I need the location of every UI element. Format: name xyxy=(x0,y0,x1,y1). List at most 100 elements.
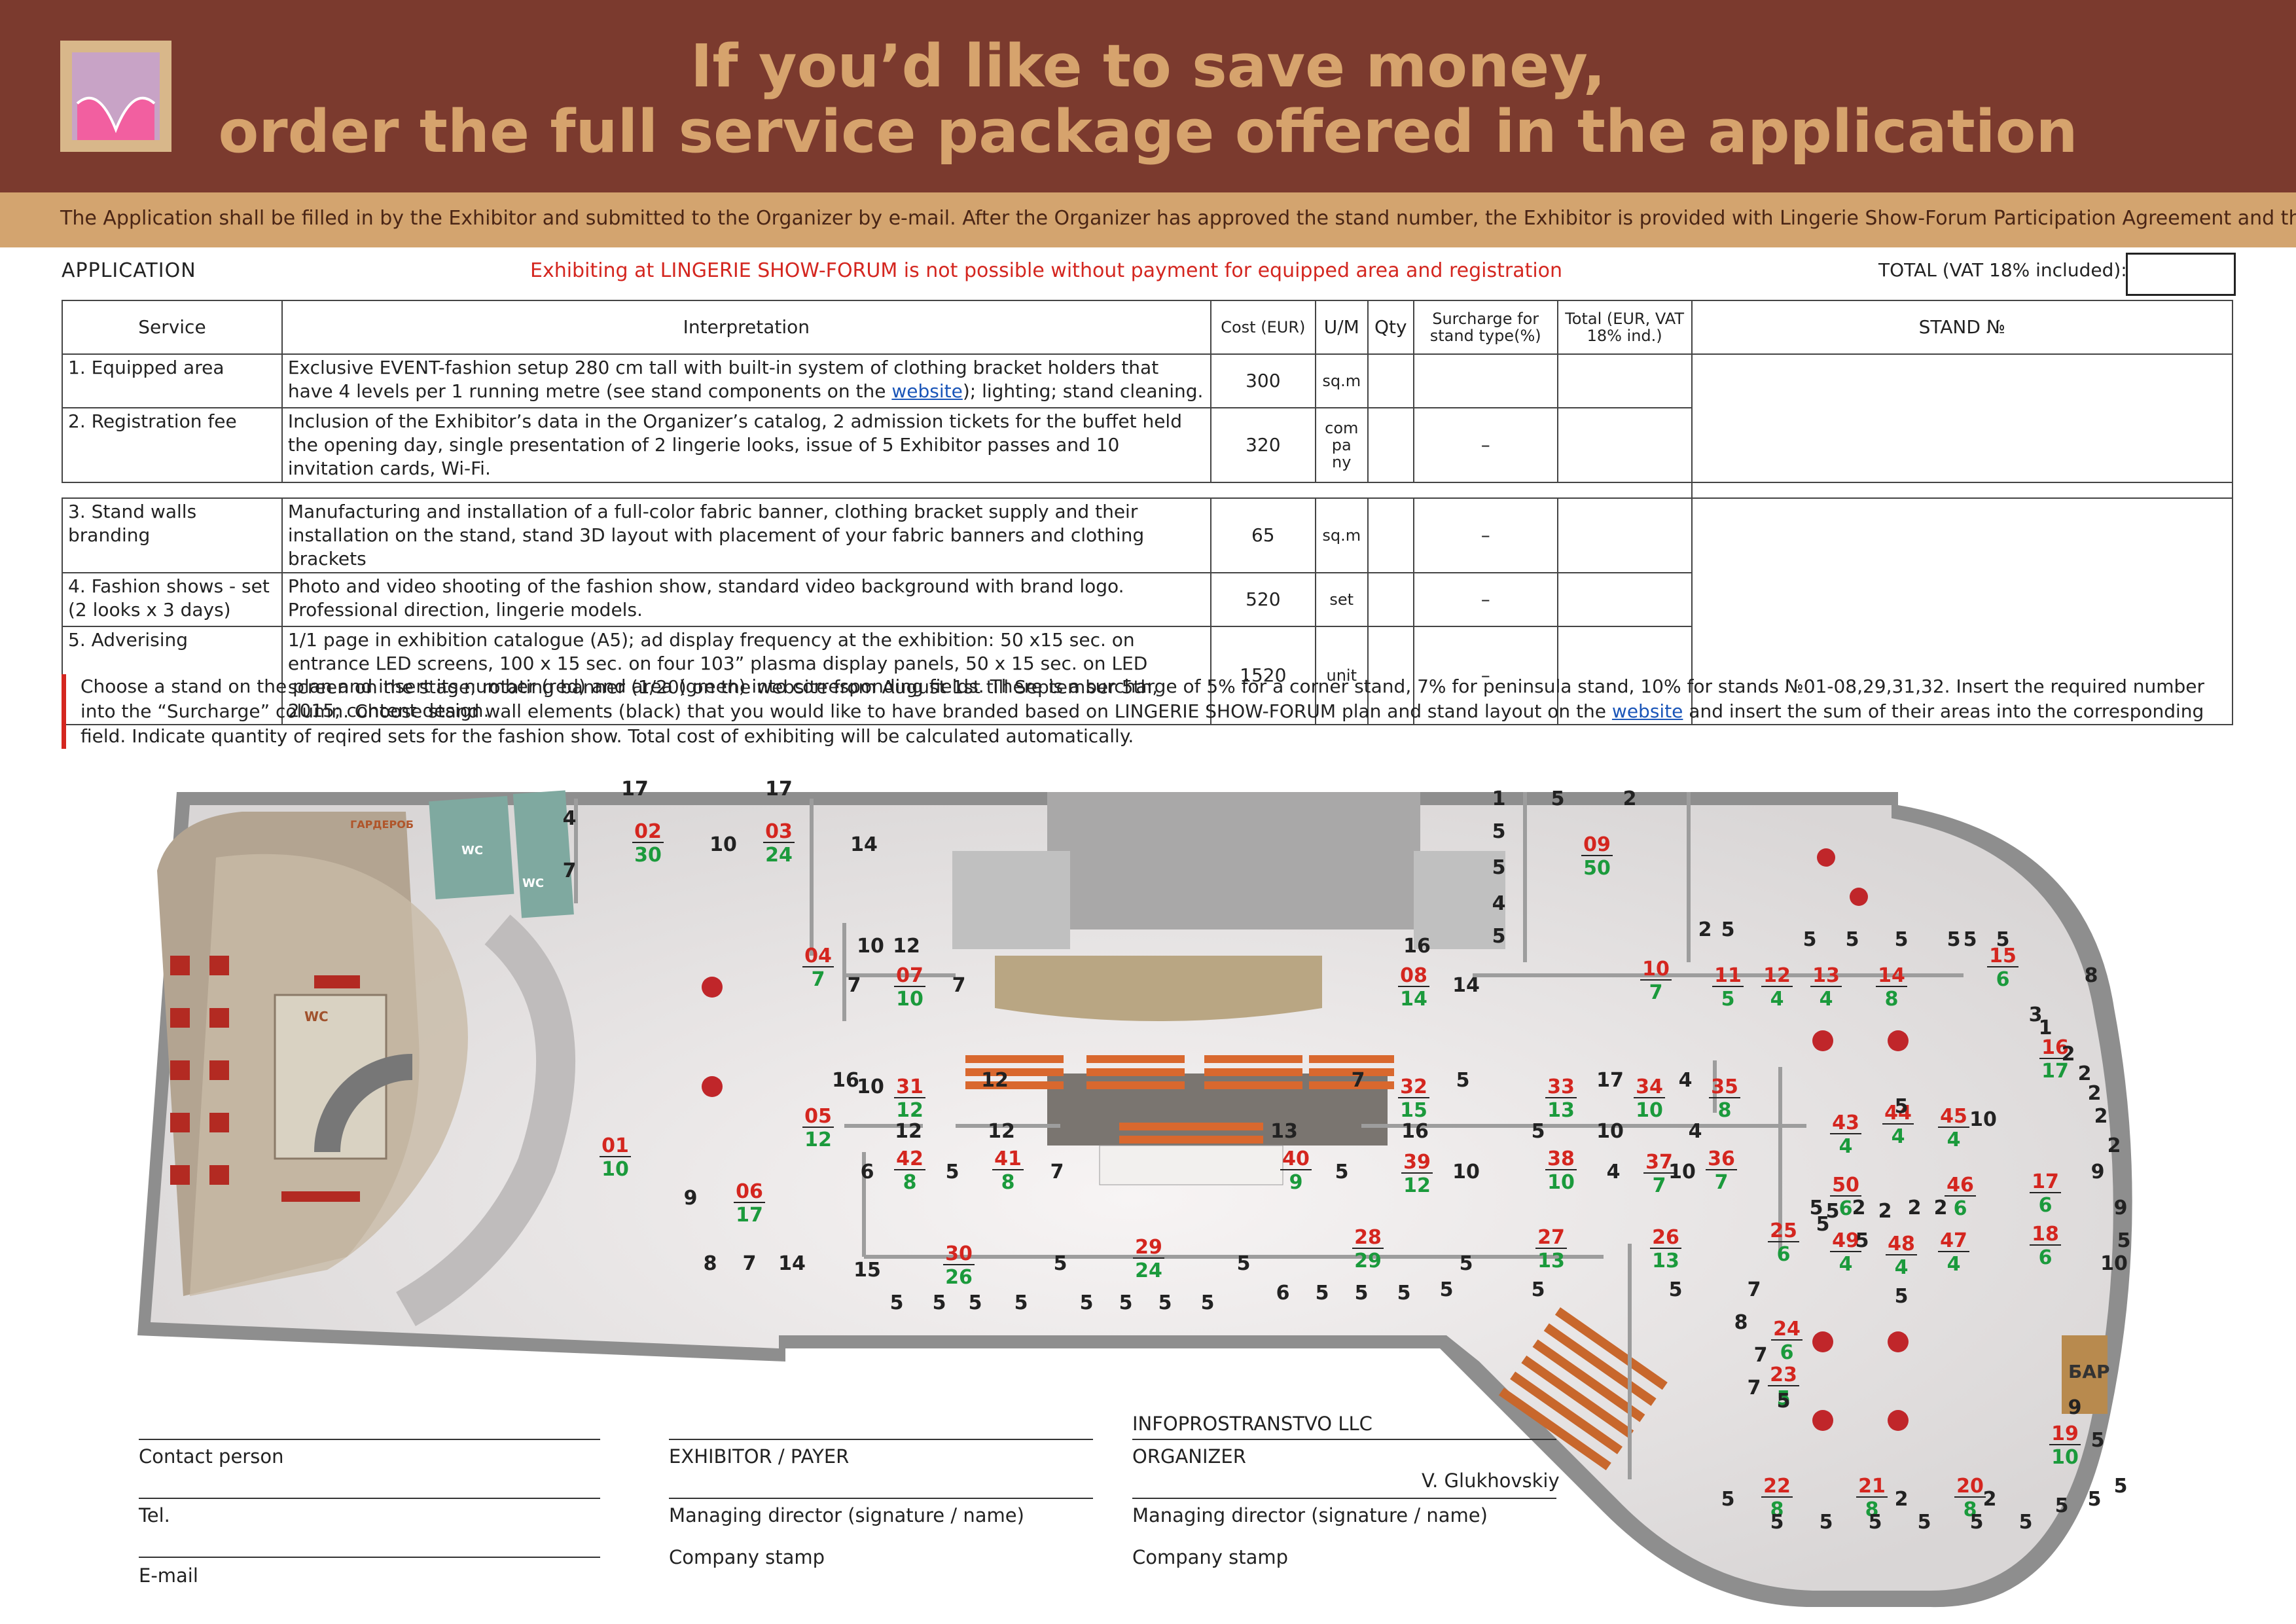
total-field[interactable] xyxy=(2126,253,2236,296)
stand-number: 19 xyxy=(2051,1422,2079,1445)
contact-person-line[interactable] xyxy=(139,1439,600,1440)
instructions-note: Choose a stand on the plan and insert it… xyxy=(62,674,2233,749)
stand-number: 33 xyxy=(1547,1075,1575,1098)
wall-element-area: 5 xyxy=(1820,1511,1833,1534)
organizer-company: INFOPROSTRANSTVO LLC xyxy=(1132,1413,1372,1435)
stand-12[interactable]: 124 xyxy=(1761,964,1793,1011)
stand-18[interactable]: 186 xyxy=(2030,1223,2061,1269)
stand-number: 20 xyxy=(1956,1475,1984,1498)
headline-line-2: order the full service package offered i… xyxy=(218,98,2078,166)
service-cell: 1. Equipped area xyxy=(62,353,283,408)
stand-area: 12 xyxy=(1403,1174,1431,1197)
wall-element-area: 2 xyxy=(1698,918,1712,941)
exhibitor-director-line[interactable] xyxy=(669,1498,1093,1499)
wall-element-area: 8 xyxy=(704,1252,717,1275)
stand-number: 02 xyxy=(634,820,662,843)
col-um: U/M xyxy=(1314,300,1369,355)
qty-field[interactable] xyxy=(1367,626,1414,725)
website-link[interactable]: website xyxy=(891,380,963,402)
qty-field[interactable] xyxy=(1367,572,1414,627)
stand-15[interactable]: 156 xyxy=(1987,945,2018,991)
website-link[interactable]: website xyxy=(1611,700,1683,722)
stand-number: 38 xyxy=(1547,1147,1575,1170)
stand-no-field[interactable] xyxy=(1691,353,2234,483)
exhibitor-line[interactable] xyxy=(669,1439,1093,1440)
stand-36[interactable]: 367 xyxy=(1706,1147,1737,1194)
stand-21[interactable]: 218 xyxy=(1856,1475,1888,1521)
stand-49[interactable]: 494 xyxy=(1830,1229,1861,1276)
wall-element-area: 5 xyxy=(1721,918,1735,941)
stand-45[interactable]: 454 xyxy=(1938,1105,1969,1151)
wall-element-area: 5 xyxy=(1869,1511,1882,1534)
stand-14[interactable]: 148 xyxy=(1876,964,1907,1011)
wall-element-area: 5 xyxy=(1532,1278,1545,1301)
qty-field[interactable] xyxy=(1367,497,1414,573)
stand-area: 8 xyxy=(1001,1171,1015,1194)
stand-13[interactable]: 134 xyxy=(1810,964,1842,1011)
stand-10[interactable]: 107 xyxy=(1640,958,1672,1004)
stand-35[interactable]: 358 xyxy=(1709,1075,1740,1122)
stand-number: 39 xyxy=(1403,1151,1431,1174)
stand-50[interactable]: 506 xyxy=(1830,1174,1861,1220)
wall-element-area: 5 xyxy=(1777,1390,1791,1413)
surcharge-field[interactable] xyxy=(1412,353,1558,408)
stand-42[interactable]: 428 xyxy=(894,1147,925,1194)
wall-element-area: 12 xyxy=(981,1069,1009,1092)
stand-number: 14 xyxy=(1878,964,1905,987)
stand-20[interactable]: 208 xyxy=(1954,1475,1986,1521)
stand-23[interactable]: 235 xyxy=(1768,1363,1799,1410)
stand-17[interactable]: 176 xyxy=(2030,1170,2061,1217)
stand-48[interactable]: 484 xyxy=(1886,1233,1917,1279)
stand-area: 6 xyxy=(1839,1197,1853,1220)
table-row: 5. Adverising 1/1 page in exhibition cat… xyxy=(62,626,2233,725)
stand-11[interactable]: 115 xyxy=(1712,964,1744,1011)
stand-40[interactable]: 409 xyxy=(1280,1147,1312,1194)
wall-element-area: 6 xyxy=(861,1161,874,1183)
stand-24[interactable]: 246 xyxy=(1771,1318,1803,1364)
stand-number: 29 xyxy=(1135,1236,1162,1259)
wall-element-area: 10 xyxy=(857,1075,884,1098)
info-band-text: The Application shall be filled in by th… xyxy=(60,207,2296,230)
tel-line[interactable] xyxy=(139,1498,600,1499)
stand-number: 27 xyxy=(1537,1226,1565,1249)
stand-25[interactable]: 256 xyxy=(1768,1219,1799,1266)
stand-46[interactable]: 466 xyxy=(1945,1174,1976,1220)
stand-44[interactable]: 444 xyxy=(1882,1102,1914,1148)
stand-41[interactable]: 418 xyxy=(992,1147,1024,1194)
interpretation-cell: Exclusive EVENT-fashion setup 280 cm tal… xyxy=(281,353,1211,408)
email-line[interactable] xyxy=(139,1557,600,1558)
logo xyxy=(60,41,171,152)
cost-cell: 520 xyxy=(1210,572,1316,627)
wall-element-area: 2 xyxy=(2108,1134,2121,1157)
stand-22[interactable]: 228 xyxy=(1761,1475,1793,1521)
stand-47[interactable]: 474 xyxy=(1938,1229,1969,1276)
wall-element-area: 12 xyxy=(893,935,920,958)
qty-field[interactable] xyxy=(1367,407,1414,483)
qty-field[interactable] xyxy=(1367,353,1414,408)
stand-43[interactable]: 434 xyxy=(1830,1111,1861,1158)
stand-04[interactable]: 047 xyxy=(802,945,834,991)
stand-37[interactable]: 377 xyxy=(1643,1151,1675,1197)
